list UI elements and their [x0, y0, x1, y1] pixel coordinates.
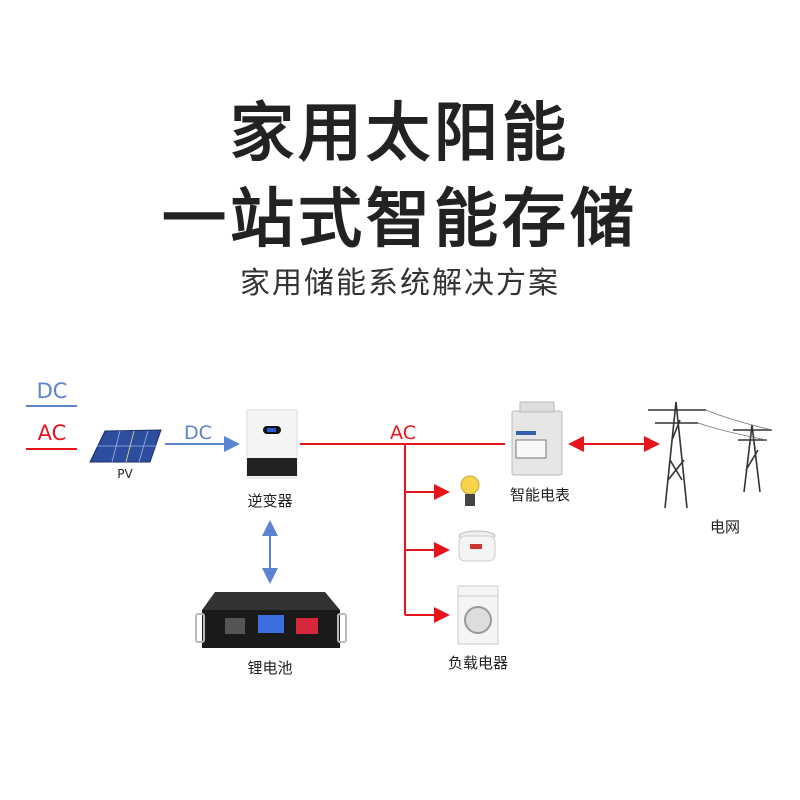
- rice-cooker-icon: [458, 530, 496, 562]
- light-bulb-icon: [460, 475, 480, 506]
- inverter-label: 逆变器: [247, 492, 292, 510]
- ac-flow-label: AC: [390, 422, 416, 444]
- inverter-icon: [246, 409, 298, 479]
- pv-label: PV: [117, 467, 133, 481]
- legend-dc-label: DC: [37, 379, 68, 403]
- solar-panel-icon: [89, 429, 162, 463]
- legend-ac-label: AC: [38, 421, 67, 445]
- washing-machine-icon: [457, 585, 499, 645]
- dc-flow-label: DC: [184, 422, 212, 444]
- battery-label: 锂电池: [247, 659, 292, 677]
- loads-label: 负载电器: [448, 654, 508, 672]
- lithium-battery-icon: [195, 592, 347, 648]
- meter-label: 智能电表: [510, 486, 570, 504]
- grid-label: 电网: [710, 518, 740, 536]
- power-tower-icon: [648, 401, 773, 509]
- title-line-1: 家用太阳能: [230, 97, 570, 171]
- subtitle: 家用储能系统解决方案: [240, 266, 560, 301]
- smart-meter-icon: [511, 401, 563, 476]
- title-line-2: 一站式智能存储: [162, 183, 638, 257]
